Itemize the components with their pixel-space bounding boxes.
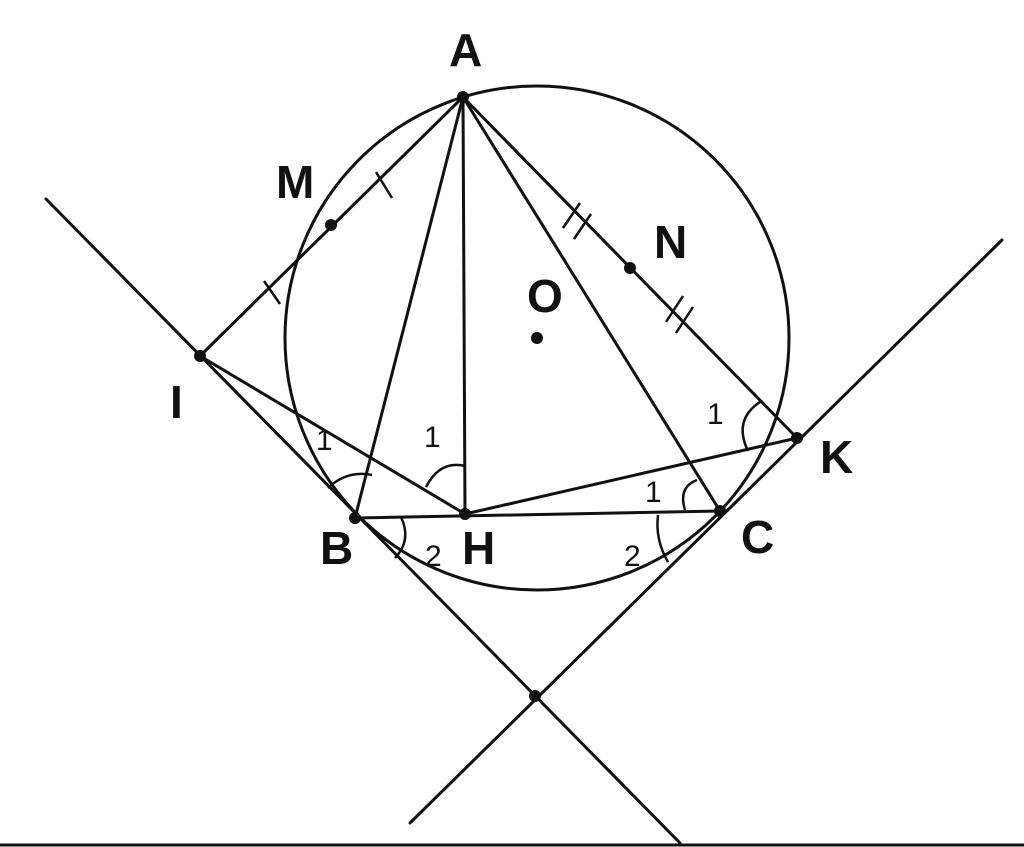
point-k	[791, 432, 803, 444]
angle-label-b1: 1	[316, 424, 333, 457]
segment-ac	[461, 95, 722, 513]
angle-arc-b2	[394, 516, 407, 559]
double-tick-nk-2	[674, 306, 695, 334]
circumcircle	[283, 84, 791, 592]
tick-mark-am	[374, 171, 394, 199]
label-b: B	[320, 522, 353, 574]
point-m	[325, 219, 337, 231]
point-n	[624, 262, 636, 274]
segment-bc	[353, 509, 722, 520]
point-o	[531, 332, 543, 344]
label-c: C	[741, 511, 774, 563]
label-n: N	[654, 216, 687, 268]
tangent-line-at-b	[44, 197, 682, 845]
angle-arc-b1	[327, 472, 373, 489]
double-tick-an-1	[561, 202, 582, 229]
label-k: K	[820, 431, 853, 483]
angle-arc-h1	[424, 463, 466, 488]
point-c	[714, 505, 726, 517]
double-tick-nk-1	[664, 295, 685, 323]
label-o: O	[527, 270, 563, 322]
angle-arc-k1	[741, 400, 761, 452]
angle-arc-c1	[681, 478, 698, 511]
point-i	[194, 350, 206, 362]
point-tangent-intersection	[529, 690, 541, 702]
point-b	[349, 512, 361, 524]
angle-label-h1: 1	[424, 421, 441, 454]
label-m: M	[276, 156, 314, 208]
label-h: H	[462, 522, 495, 574]
tangent-line-at-c	[408, 238, 1004, 825]
segment-ah	[461, 95, 467, 516]
segment-ih	[198, 354, 467, 516]
angle-label-k1: 1	[707, 398, 724, 431]
segment-hk	[463, 436, 799, 516]
label-a: A	[449, 24, 482, 76]
double-tick-an-2	[572, 213, 593, 240]
angle-label-c2: 2	[624, 540, 641, 573]
angle-arc-c2	[656, 514, 670, 563]
segment-ab	[353, 95, 465, 520]
angle-label-b2: 2	[425, 540, 442, 573]
angle-label-c1: 1	[645, 476, 662, 509]
point-h	[459, 508, 471, 520]
point-a	[457, 91, 469, 103]
tick-mark-mi	[262, 280, 282, 305]
label-i: I	[170, 376, 183, 428]
